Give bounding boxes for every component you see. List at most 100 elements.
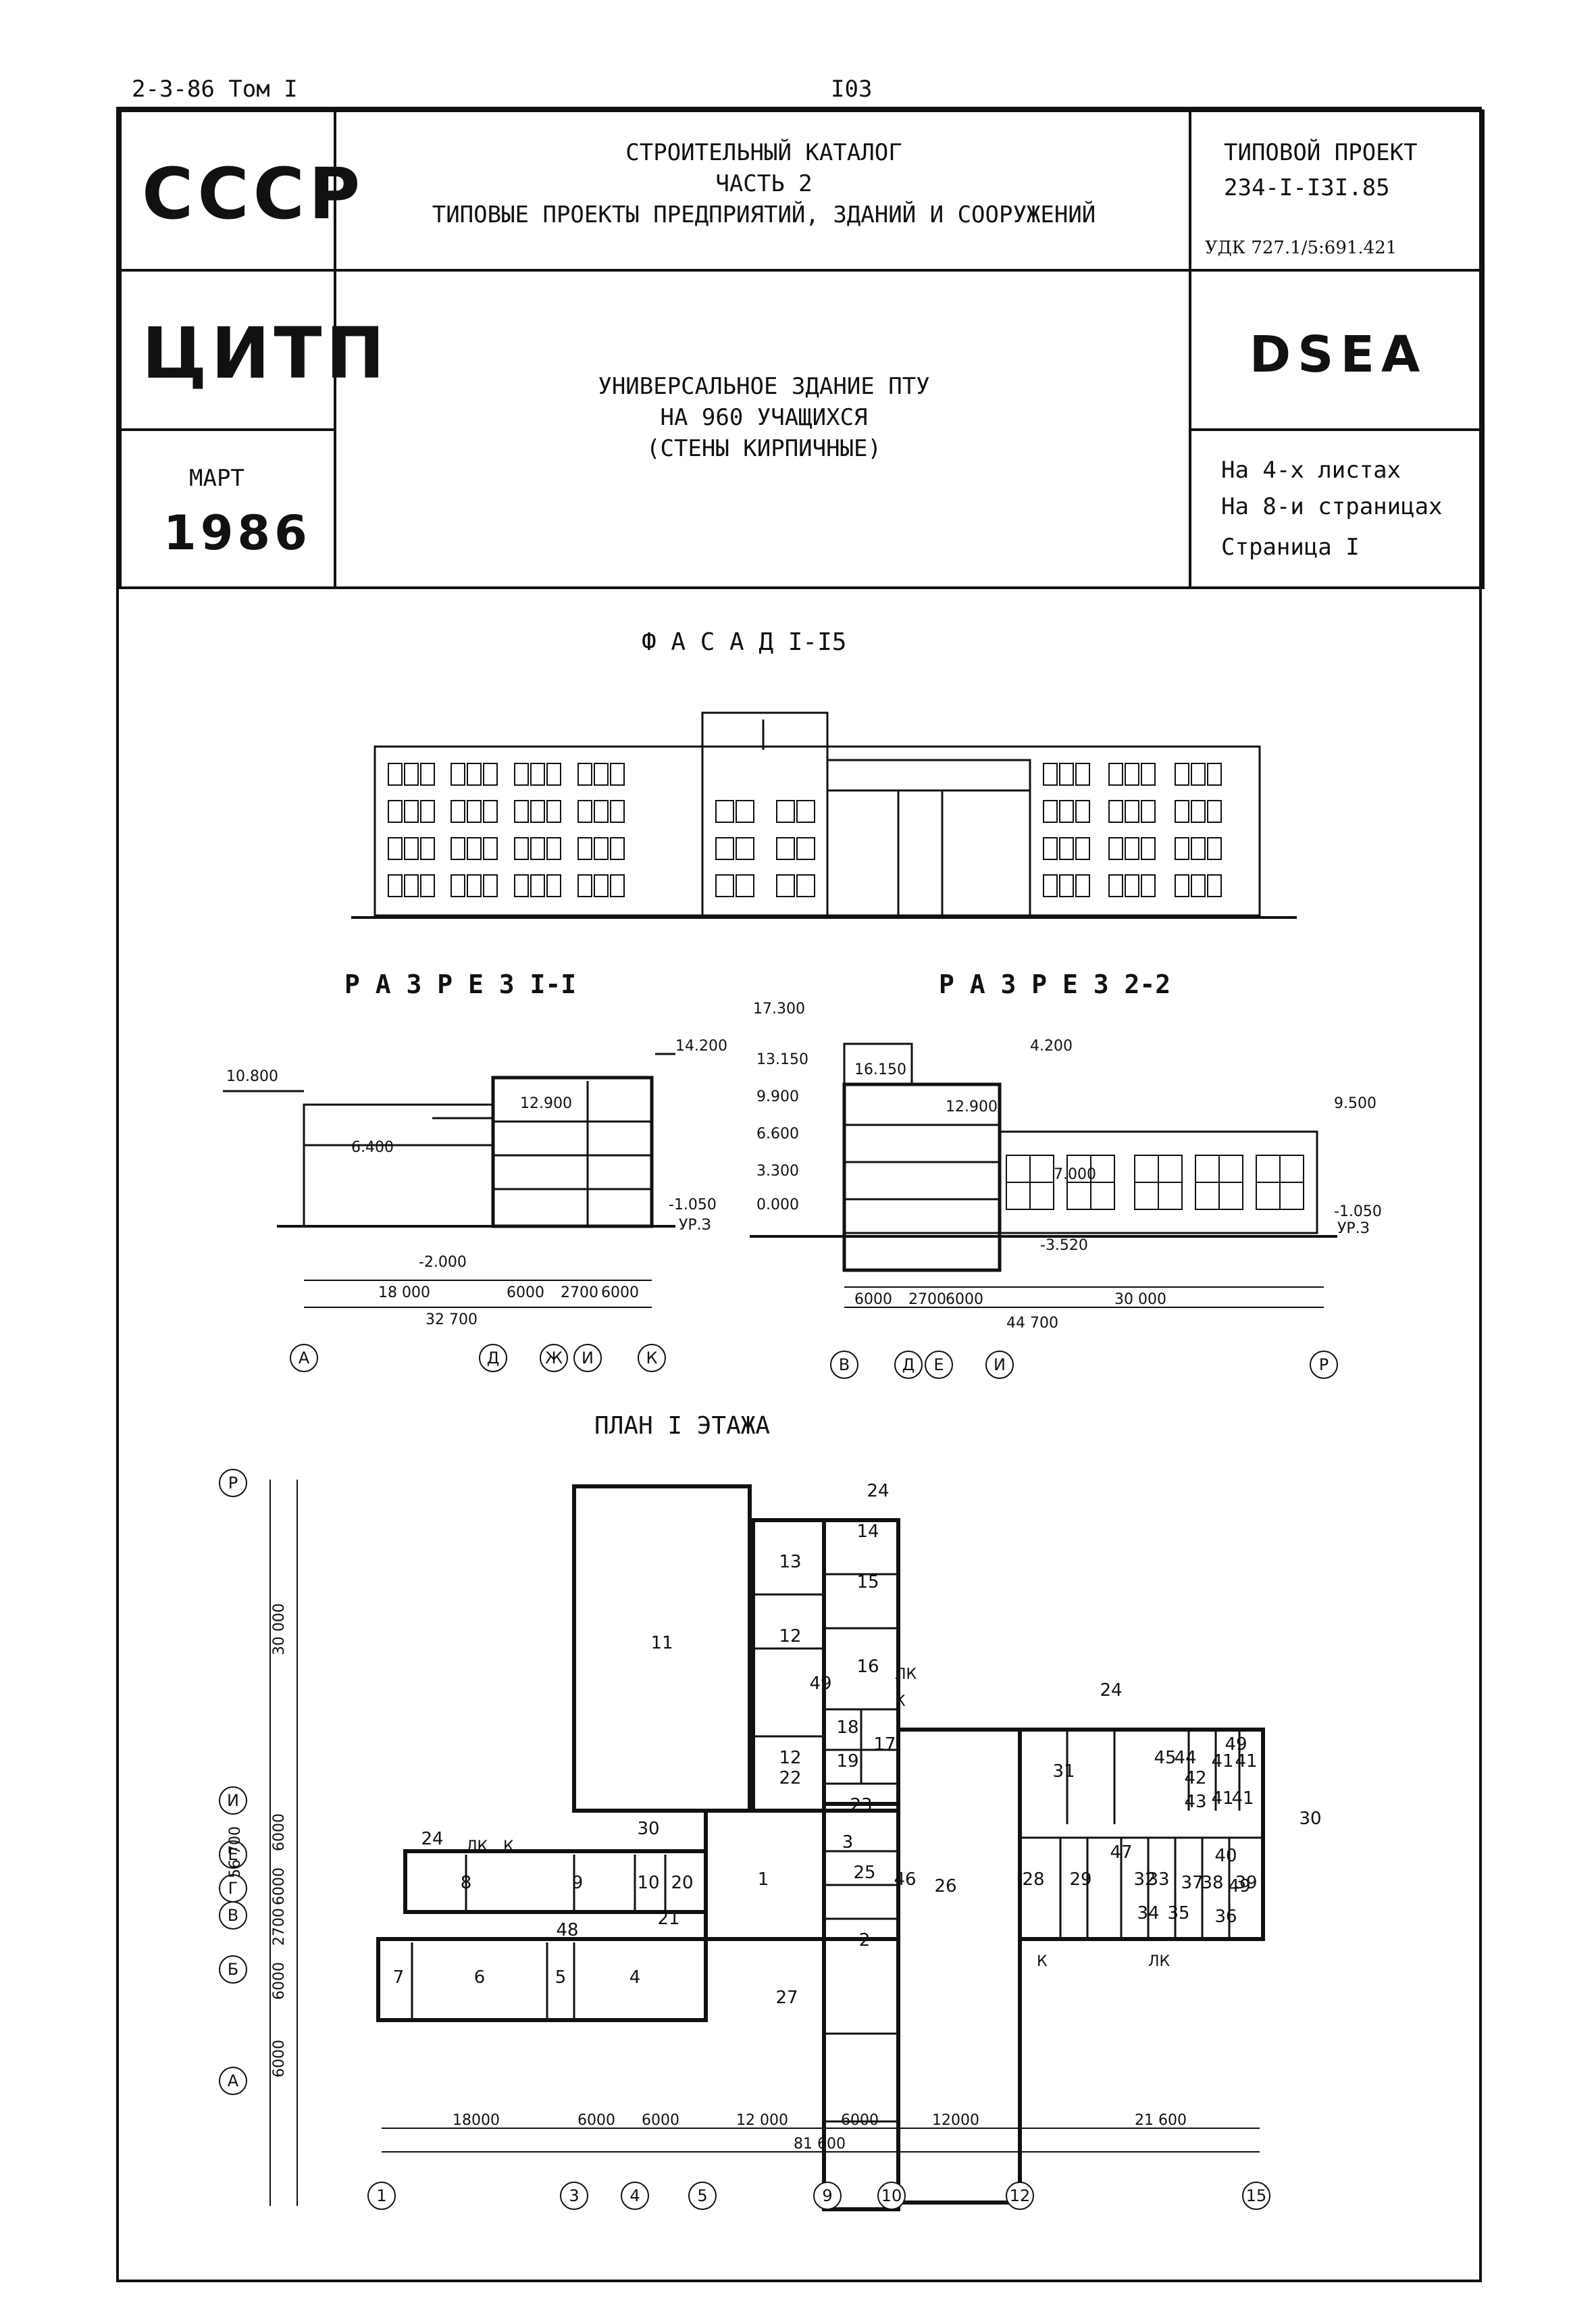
facade-window (1108, 837, 1123, 860)
facade-window (1125, 763, 1139, 786)
room-number: 4 (629, 1967, 641, 1988)
exit-label-lk: ЛК (895, 1666, 917, 1683)
facade-window (451, 874, 465, 897)
s2-mark-3300: 3.300 (756, 1163, 799, 1180)
s2-mark-level: УР.З (1337, 1220, 1370, 1237)
room-number: 35 (1167, 1903, 1189, 1923)
plan-title: ПЛАН I ЭТАЖА (594, 1412, 771, 1440)
plan-bottom-axis-4: 9 (822, 2186, 832, 2205)
room-number: 46 (894, 1869, 916, 1890)
facade-window (420, 763, 435, 786)
facade-window (1175, 874, 1189, 897)
room-number: 41 (1211, 1788, 1233, 1809)
catalog-line-1: СТРОИТЕЛЬНЫЙ КАТАЛОГ (625, 139, 902, 166)
plan-bottom-axis-7: 15 (1246, 2186, 1267, 2205)
plan-bottom-axis-3: 5 (697, 2186, 707, 2205)
facade-window (483, 800, 498, 823)
plan-dim-6000g: 6000 (841, 2112, 879, 2129)
facade-window (736, 874, 754, 897)
plan-dim-12000a: 12 000 (736, 2112, 788, 2129)
facade-window (420, 874, 435, 897)
facade-window (546, 800, 561, 823)
facade-window (1175, 763, 1189, 786)
facade-window (1141, 800, 1156, 823)
s1-axis-4-circle (638, 1344, 666, 1372)
facade-window (388, 837, 403, 860)
s1-axis-3: И (582, 1349, 594, 1367)
s2-mark-6600: 6.600 (756, 1126, 799, 1142)
plan-bottom-axis-7-circle (1242, 2182, 1270, 2210)
facade-window (1141, 763, 1156, 786)
room-number: 19 (836, 1751, 858, 1771)
s2-mark-12900: 12.900 (946, 1099, 998, 1115)
facade-window (610, 837, 625, 860)
facade-window (796, 874, 815, 897)
room-number: 41 (1211, 1751, 1233, 1771)
room-number: 18 (836, 1717, 858, 1738)
room-number: 47 (1110, 1842, 1132, 1863)
org-citp: ЦИТП (142, 312, 389, 395)
s2-axis-3-circle (985, 1351, 1014, 1379)
section-2-drawing (750, 1042, 1337, 1272)
facade-window (467, 837, 482, 860)
facade-window (404, 800, 419, 823)
s2-dim-2700: 2700 (908, 1291, 946, 1308)
s2-mark-17300: 17.300 (753, 1001, 805, 1017)
facade-window (546, 837, 561, 860)
s2-mark-0000: 0.000 (756, 1197, 799, 1213)
facade-window (420, 800, 435, 823)
exit-label-k: К (895, 1693, 906, 1710)
room-number: 15 (856, 1572, 879, 1592)
s2-mark-9900: 9.900 (756, 1088, 799, 1105)
plan-dim-6000b: 6000 (271, 1867, 288, 1905)
s1-axis-4: К (646, 1349, 657, 1367)
facade-window (1059, 874, 1074, 897)
facade-window (577, 763, 592, 786)
plan-bottom-axis-5: 10 (881, 2186, 902, 2205)
room-number: 20 (671, 1873, 693, 1893)
facade-window (388, 763, 403, 786)
room-number: 49 (809, 1674, 831, 1694)
facade-window (594, 800, 609, 823)
room-number: 41 (1231, 1788, 1254, 1809)
org-ussr: СССР (142, 153, 365, 235)
facade-window (467, 874, 482, 897)
room-number: 30 (1299, 1809, 1321, 1829)
facade-window (577, 800, 592, 823)
facade-window (514, 800, 529, 823)
room-number: 27 (775, 1988, 798, 2008)
s2-axis-4-circle (1310, 1351, 1338, 1379)
facade-window (1075, 800, 1090, 823)
facade-window (1191, 874, 1206, 897)
room-number: 21 (657, 1909, 679, 1929)
room-number: 3 (842, 1832, 854, 1853)
facade-window (1175, 837, 1189, 860)
stamp-cell-title: УНИВЕРСАЛЬНОЕ ЗДАНИЕ ПТУ НА 960 УЧАЩИХСЯ… (334, 269, 1191, 589)
room-number: 37 (1181, 1873, 1203, 1893)
facade-window (1059, 763, 1074, 786)
facade-window (1207, 837, 1222, 860)
page-number: I03 (831, 76, 873, 103)
room-number: 12 (779, 1748, 801, 1768)
floor-plan (376, 1484, 1265, 2211)
s2-axis-3: И (994, 1355, 1006, 1374)
facade-window (715, 874, 734, 897)
s1-dim-total: 32 700 (426, 1311, 478, 1328)
room-number: 45 (1154, 1748, 1176, 1768)
facade-window (530, 763, 545, 786)
room-number: 38 (1201, 1873, 1223, 1893)
room-number: 26 (934, 1876, 956, 1896)
udk-code: УДК 727.1/5:691.421 (1205, 238, 1397, 258)
plan-left-axis-0-circle (219, 1469, 247, 1497)
section-2-title: Р А З Р Е З 2-2 (939, 970, 1171, 999)
facade-window (514, 837, 529, 860)
room-number: 10 (637, 1873, 659, 1893)
room-number: 16 (856, 1657, 879, 1677)
s2-mark-3520: -3.520 (1040, 1237, 1088, 1254)
plan-bottom-axis-6-circle (1006, 2182, 1034, 2210)
plan-bottom-axis-4-circle (813, 2182, 842, 2210)
title-line-1: УНИВЕРСАЛЬНОЕ ЗДАНИЕ ПТУ (598, 373, 930, 400)
facade-window (1075, 874, 1090, 897)
section-1-title: Р А З Р Е З I-I (344, 970, 577, 999)
facade-window (483, 763, 498, 786)
